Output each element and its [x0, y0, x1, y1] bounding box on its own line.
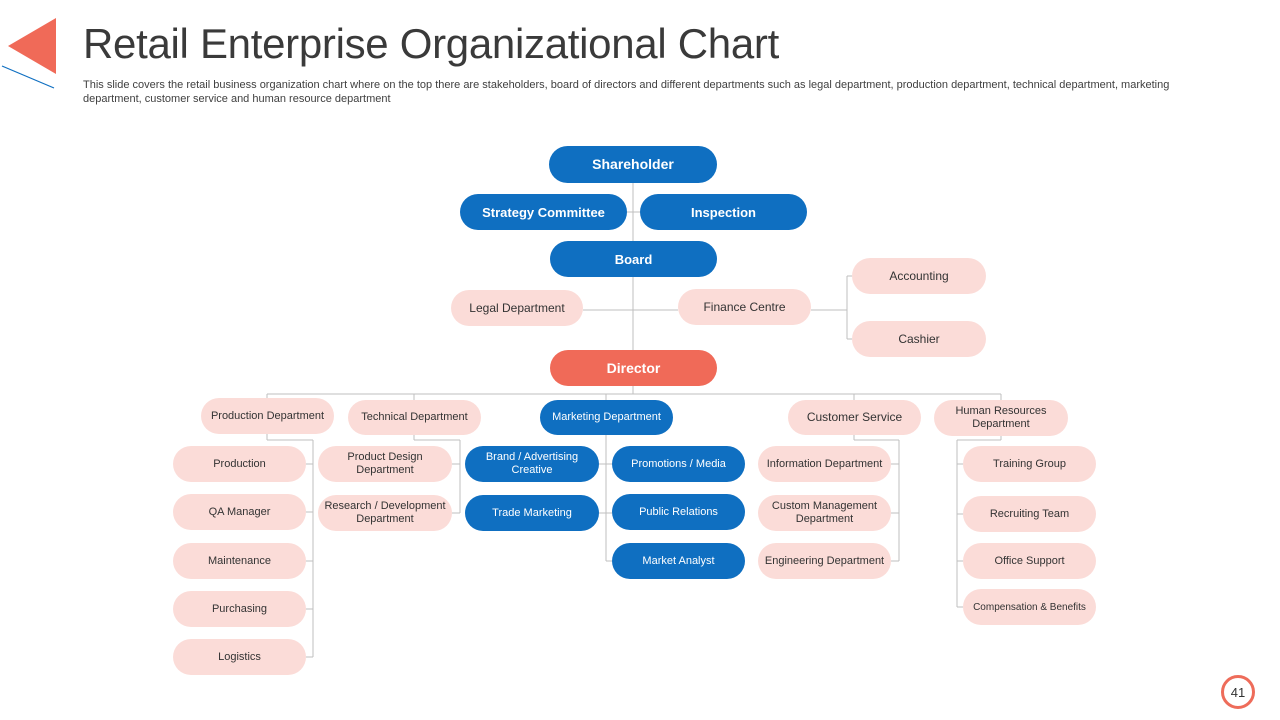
customer-service-node: Customer Service	[788, 400, 921, 435]
logistics-node: Logistics	[173, 639, 306, 675]
promotions-media-node: Promotions / Media	[612, 446, 745, 482]
compensation-benefits-node: Compensation & Benefits	[963, 589, 1096, 625]
inspection-node: Inspection	[640, 194, 807, 230]
purchasing-node: Purchasing	[173, 591, 306, 627]
legal-department-node: Legal Department	[451, 290, 583, 326]
custom-management-department-node: Custom Management Department	[758, 495, 891, 531]
page-number-badge: 41	[1221, 675, 1255, 709]
recruiting-team-node: Recruiting Team	[963, 496, 1096, 532]
training-group-node: Training Group	[963, 446, 1096, 482]
shareholder-node: Shareholder	[549, 146, 717, 183]
office-support-node: Office Support	[963, 543, 1096, 579]
board-node: Board	[550, 241, 717, 277]
human-resources-department-node: Human Resources Department	[934, 400, 1068, 436]
trade-marketing-node: Trade Marketing	[465, 495, 599, 531]
technical-department-node: Technical Department	[348, 400, 481, 435]
engineering-department-node: Engineering Department	[758, 543, 891, 579]
production-node: Production	[173, 446, 306, 482]
marketing-department-node: Marketing Department	[540, 400, 673, 435]
public-relations-node: Public Relations	[612, 494, 745, 530]
research-development-department-node: Research / Development Department	[318, 495, 452, 531]
brand-advertising-creative-node: Brand / Advertising Creative	[465, 446, 599, 482]
qa-manager-node: QA Manager	[173, 494, 306, 530]
page-subtitle: This slide covers the retail business or…	[83, 79, 1170, 105]
accounting-node: Accounting	[852, 258, 986, 294]
cashier-node: Cashier	[852, 321, 986, 357]
production-department-node: Production Department	[201, 398, 334, 434]
finance-centre-node: Finance Centre	[678, 289, 811, 325]
strategy-committee-node: Strategy Committee	[460, 194, 627, 230]
maintenance-node: Maintenance	[173, 543, 306, 579]
director-node: Director	[550, 350, 717, 386]
product-design-department-node: Product Design Department	[318, 446, 452, 482]
information-department-node: Information Department	[758, 446, 891, 482]
market-analyst-node: Market Analyst	[612, 543, 745, 579]
page-title: Retail Enterprise Organizational Chart	[83, 20, 779, 67]
brand-logo-icon	[1, 18, 56, 89]
